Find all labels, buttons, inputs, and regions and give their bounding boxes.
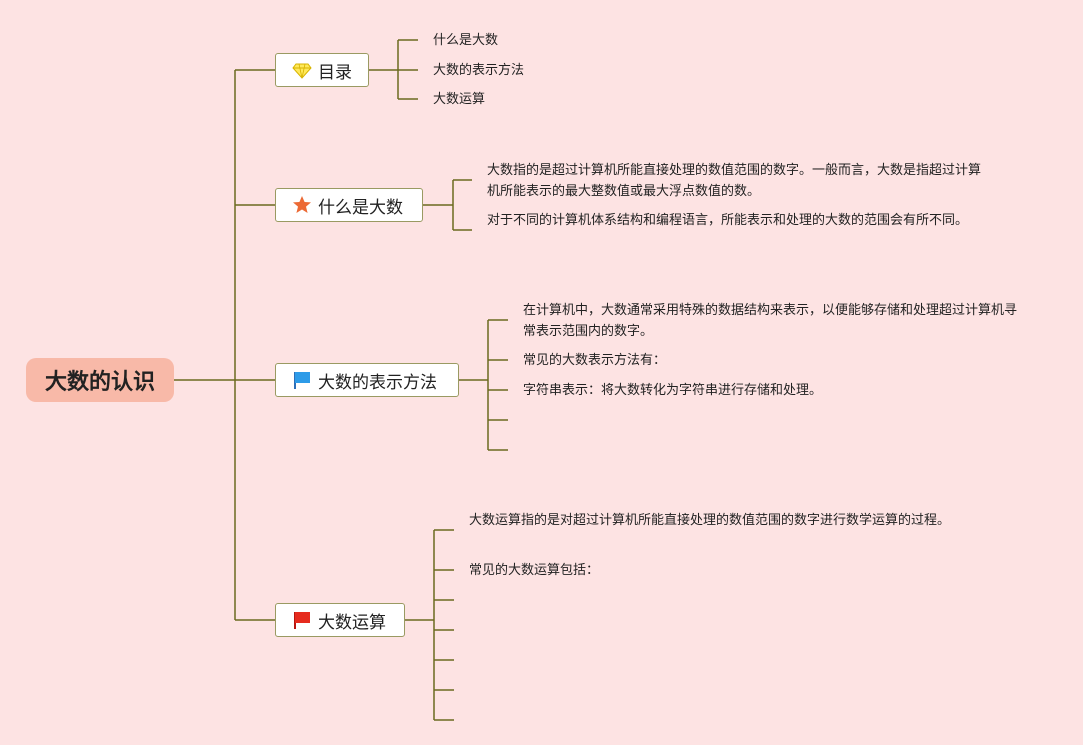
topic-label: 目录	[318, 62, 352, 83]
diamond-icon	[292, 60, 312, 80]
blue-flag-icon	[292, 370, 312, 390]
root-node[interactable]: 大数的认识	[26, 358, 174, 402]
leaf-item[interactable]: 字符串表示：将大数转化为字符串进行存储和处理。	[523, 383, 823, 398]
topic-node-operations[interactable]: 大数运算	[275, 603, 405, 637]
leaf-item[interactable]: 大数的表示方法	[433, 63, 525, 78]
root-label: 大数的认识	[44, 370, 155, 395]
leaf-item[interactable]: 常见的大数表示方法有：	[523, 353, 667, 368]
leaf-item[interactable]: 在计算机中，大数通常采用特殊的数据结构来表示，以便能够存储和处理超过计算机寻常表…	[523, 303, 1018, 339]
topic-label: 什么是大数	[318, 197, 403, 218]
topic-node-representation[interactable]: 大数的表示方法	[275, 363, 459, 397]
topic-label: 大数的表示方法	[318, 372, 437, 393]
leaf-item[interactable]: 对于不同的计算机体系结构和编程语言，所能表示和处理的大数的范围会有所不同。	[487, 213, 969, 228]
topic-node-toc[interactable]: 目录	[275, 53, 369, 87]
leaf-item[interactable]: 大数指的是超过计算机所能直接处理的数值范围的数字。一般而言，大数是指超过计算机所…	[487, 163, 982, 199]
star-icon	[292, 195, 312, 215]
leaf-item[interactable]: 什么是大数	[433, 33, 499, 48]
leaf-item[interactable]: 大数运算	[433, 92, 486, 107]
leaf-item[interactable]: 常见的大数运算包括：	[469, 563, 600, 578]
red-flag-icon	[292, 610, 312, 630]
topic-node-what-is-big-number[interactable]: 什么是大数	[275, 188, 423, 222]
topic-label: 大数运算	[318, 612, 386, 633]
leaf-item[interactable]: 大数运算指的是对超过计算机所能直接处理的数值范围的数字进行数学运算的过程。	[469, 513, 951, 528]
